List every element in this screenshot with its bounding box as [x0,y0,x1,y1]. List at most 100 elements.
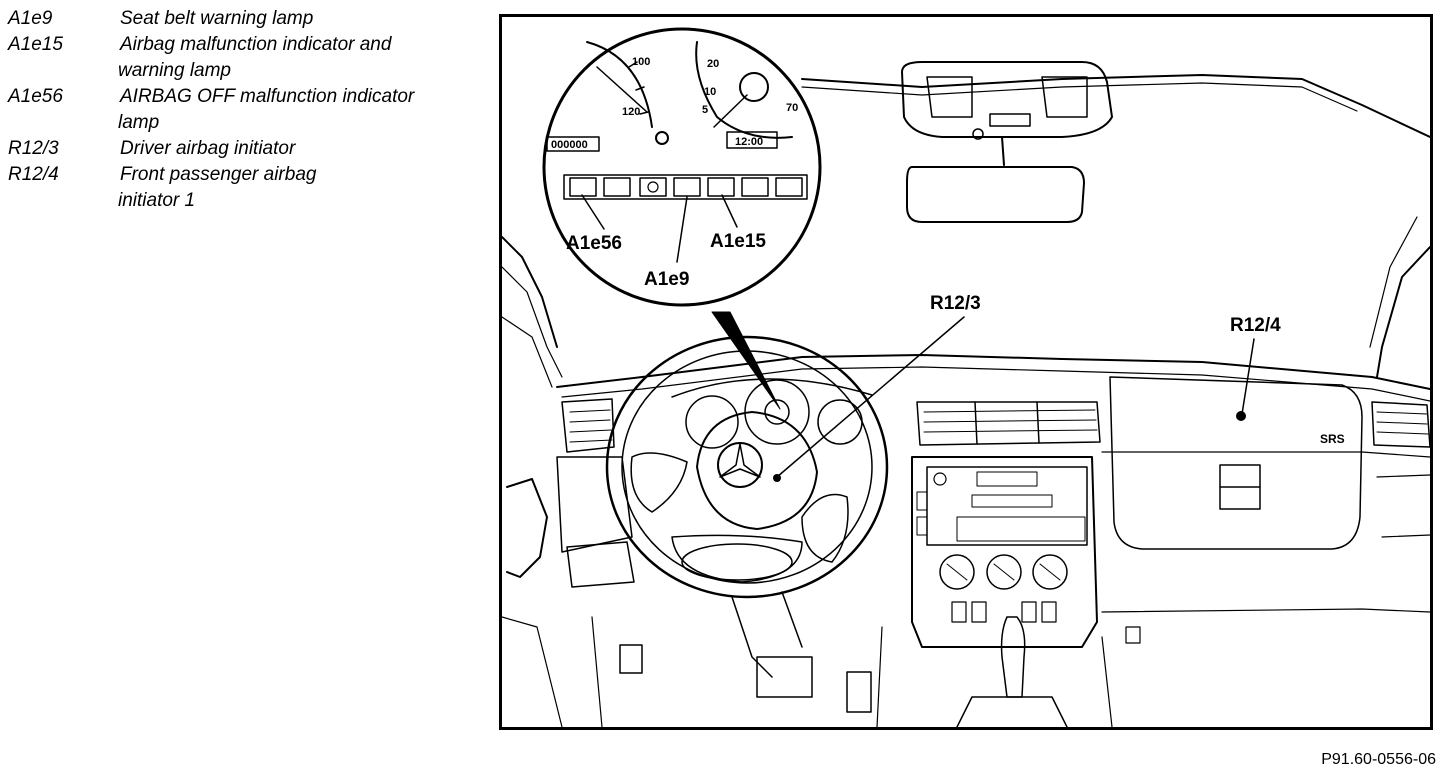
legend-description-line1: Front passenger airbag [120,164,317,185]
speed-label-120: 120 [622,106,640,118]
legend-item: R12/3 Driver airbag initiator [8,136,488,162]
rpm-label-10: 10 [704,86,716,98]
a-pillar-right-inner [1369,216,1418,348]
radio-unit [926,466,1088,546]
cassette-slot [956,516,1086,542]
clock-reading: 12:00 [735,136,763,148]
passenger-foot-item [1125,626,1141,644]
rpm-label-70: 70 [786,102,798,114]
left-lower-panel [556,456,633,553]
tachometer-dial [685,395,739,449]
left-air-vent [561,398,615,453]
dashboard-illustration: SRS 100 120 20 10 5 70 000000 12:00 [499,14,1433,730]
callout-r12-3: R12/3 [930,293,981,314]
lower-switch-1 [951,601,967,623]
legend-code: R12/3 [8,138,59,159]
left-door-line [502,266,563,378]
a-pillar-left [502,236,558,348]
right-vent-slats [1376,411,1429,435]
center-vents [916,401,1101,446]
callout-a1e15: A1e15 [710,231,766,252]
gauge-dial-right [817,399,863,445]
lower-switch-3 [1021,601,1037,623]
callout-a1e56: A1e56 [566,233,622,254]
legend-code: A1e56 [8,86,63,107]
passenger-airbag-cover [1109,376,1363,550]
steering-wheel-outer [605,335,889,599]
legend-description: Airbag malfunction indicator and warning… [118,32,488,84]
lamp-6 [741,177,769,197]
leader-r12-3 [776,316,965,478]
windshield-top [801,74,1430,138]
climate-knob-marks [946,563,1061,581]
overhead-light-right [1041,76,1088,118]
center-vent-dividers [974,401,1040,445]
gear-shift-boot [956,696,1068,727]
a-pillar-right [1376,246,1430,378]
legend-description: Seat belt warning lamp [120,8,314,29]
leader-a1e56 [581,194,605,230]
overhead-button [972,128,984,140]
legend-description-line1: AIRBAG OFF malfunction indicator [120,86,415,107]
tachometer-arc [695,41,793,139]
legend-code: A1e9 [8,8,53,29]
clock-box [726,131,778,149]
callout-r12-4: R12/4 [1230,315,1281,336]
battery-lamp [775,177,803,197]
rpm-needle [713,94,748,128]
reset-knob [655,131,669,145]
radio-knob [933,472,947,486]
legend-item: A1e15 Airbag malfunction indicator and w… [8,32,488,84]
legend-code: A1e15 [8,34,63,55]
legend-description-line1: Airbag malfunction indicator and [120,34,392,55]
dash-lower-right [1101,608,1430,613]
pedal-left [619,644,643,674]
odometer-reading: 000000 [551,139,588,151]
steering-spoke-right [801,493,849,563]
rpm-label-5: 5 [702,104,708,116]
side-switch-2 [916,516,928,536]
legend-item: A1e9 Seat belt warning lamp [8,6,488,32]
lamp-2 [603,177,631,197]
left-door-line-2 [502,316,553,388]
mirror-stem [1001,136,1005,166]
left-vent-slats [569,409,613,443]
leader-a1e9 [676,196,688,263]
callout-a1e9: A1e9 [644,269,689,290]
legend-description: Driver airbag initiator [120,138,296,159]
climate-knob-right [1032,554,1068,590]
steering-bottom-pad [681,543,793,581]
seat-belt-lamp [673,177,701,197]
lower-switch-2 [971,601,987,623]
radio-button-row [971,494,1053,508]
lamp-3 [639,177,667,197]
steering-spoke-left [630,452,688,513]
brake-pedal [756,656,813,698]
speedometer-arc [586,41,653,128]
legend-item: A1e56 AIRBAG OFF malfunction indicator l… [8,84,488,136]
fuel-gauge-knob [739,72,769,102]
left-door-handle [506,478,548,578]
legend: A1e9 Seat belt warning lamp A1e15 Airbag… [8,6,488,214]
left-lower-panel-2 [566,541,635,588]
r12-3-marker [773,474,781,482]
cluster-hood [671,378,873,398]
legend-description: Front passenger airbag initiator 1 [118,162,488,214]
gear-shift-lever [1000,616,1026,698]
speedometer-needle [596,66,648,113]
radio-display [976,471,1038,487]
rpm-label-20: 20 [707,58,719,70]
dash-edge-right [1101,451,1430,458]
center-vent-slats [923,409,1098,433]
windshield-inner-line [801,82,1358,112]
speed-label-100: 100 [632,56,650,68]
dashboard-drawing: SRS 100 120 20 10 5 70 000000 12:00 [502,27,1430,727]
left-door-pocket [502,616,563,727]
legend-description-line2: warning lamp [118,60,231,81]
dash-top-line [556,354,1430,390]
legend-description: AIRBAG OFF malfunction indicator lamp [118,84,488,136]
warning-lamp-strip [563,174,808,200]
mercedes-star-logo [717,442,763,488]
center-console-frame [911,456,1098,648]
overhead-console [901,61,1113,138]
